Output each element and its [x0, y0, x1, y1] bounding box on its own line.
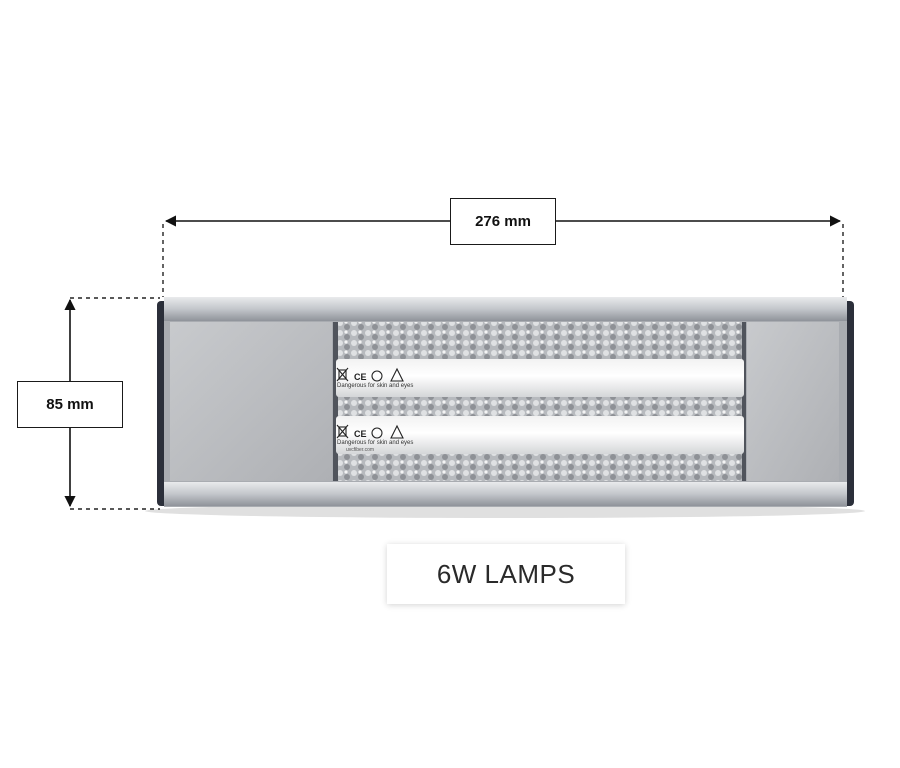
- hg-mercury-icon: [371, 370, 383, 382]
- ce-mark-icon: CE: [354, 429, 367, 439]
- tube-2-warning-text: Dangerous for skin and eyes: [337, 440, 414, 446]
- reflector-edge-right: [742, 322, 746, 481]
- left-end-panel: [170, 322, 332, 481]
- tube-1-warning-text: Dangerous for skin and eyes: [337, 383, 414, 389]
- top-rail: [164, 297, 847, 321]
- right-end-panel: [747, 322, 839, 481]
- hg-mercury-icon: [371, 427, 383, 439]
- uv-tube-2: [336, 416, 744, 454]
- bottom-rail: [164, 482, 847, 506]
- dimension-extension-lines: [70, 224, 844, 510]
- tube-2-markings: CE: [336, 424, 404, 439]
- lamp-housing: [157, 297, 854, 507]
- tube-2-url-text: uvcfiber.com: [346, 447, 375, 453]
- drop-shadow: [145, 504, 865, 518]
- reflector: [333, 322, 746, 481]
- uv-warning-triangle-icon: [390, 367, 404, 382]
- width-dimension-label: 276 mm: [450, 198, 556, 245]
- height-dimension-label: 85 mm: [17, 381, 123, 428]
- reflector-edge-left: [333, 322, 338, 481]
- uv-warning-triangle-icon: [390, 424, 404, 439]
- product-caption: 6W LAMPS: [387, 544, 625, 604]
- uv-tube-1: [336, 359, 744, 397]
- tube-1-markings: CE: [336, 367, 404, 382]
- weee-bin-icon: [336, 367, 349, 382]
- ce-mark-icon: CE: [354, 372, 367, 382]
- weee-bin-icon: [336, 424, 349, 439]
